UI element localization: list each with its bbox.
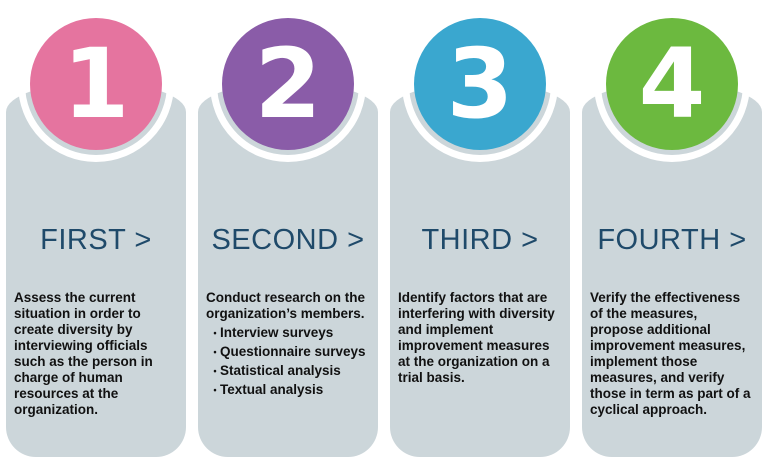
step-number: 2	[254, 28, 322, 140]
step-1: 1 FIRST > Assess the current situation i…	[0, 0, 192, 467]
step-heading: THIRD >	[421, 224, 539, 256]
step-card	[390, 82, 570, 457]
step-heading: FIRST >	[40, 224, 152, 256]
step-badge: 3	[402, 6, 558, 162]
step-heading: SECOND >	[211, 224, 365, 256]
step-description: Conduct research on the organization’s m…	[206, 290, 370, 400]
step-number: 3	[446, 28, 514, 140]
step-number: 1	[62, 28, 130, 140]
step-4: 4 FOURTH > Verify the effectiveness of t…	[576, 0, 768, 467]
step-text: Identify factors that are interfering wi…	[398, 290, 555, 385]
step-card	[198, 82, 378, 457]
step-heading: FOURTH >	[597, 224, 747, 256]
step-3: 3 THIRD > Identify factors that are inte…	[384, 0, 576, 467]
step-circle: 1	[30, 18, 162, 150]
step-text: Assess the current situation in order to…	[14, 290, 153, 417]
step-circle: 4	[606, 18, 738, 150]
research-method-list: Interview surveys Questionnaire surveys …	[206, 324, 370, 400]
step-text: Verify the effectiveness of the measures…	[590, 290, 751, 417]
step-badge: 1	[18, 6, 174, 162]
step-badge: 2	[210, 6, 366, 162]
list-item: Statistical analysis	[210, 362, 370, 381]
step-2: 2 SECOND > Conduct research on the organ…	[192, 0, 384, 467]
step-text: Conduct research on the organization’s m…	[206, 290, 366, 321]
step-number: 4	[638, 28, 706, 140]
list-item: Interview surveys	[210, 324, 370, 343]
step-badge: 4	[594, 6, 750, 162]
step-circle: 3	[414, 18, 546, 150]
list-item: Questionnaire surveys	[210, 343, 370, 362]
list-item: Textual analysis	[210, 381, 370, 400]
step-description: Assess the current situation in order to…	[14, 290, 178, 418]
step-circle: 2	[222, 18, 354, 150]
step-description: Identify factors that are interfering wi…	[398, 290, 562, 386]
step-description: Verify the effectiveness of the measures…	[590, 290, 754, 418]
